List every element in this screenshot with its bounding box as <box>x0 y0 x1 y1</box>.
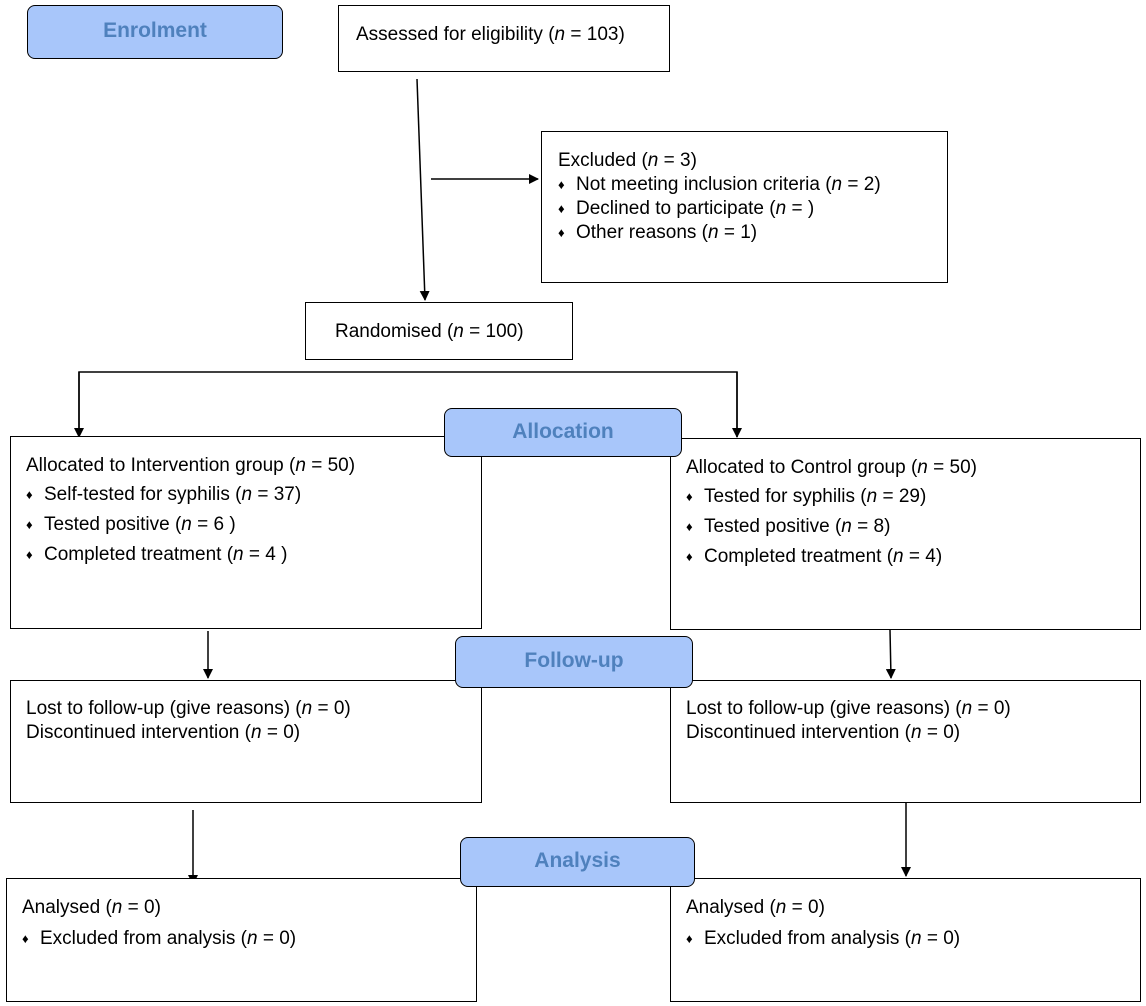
list-item: ♦Not meeting inclusion criteria (n = 2) <box>558 174 881 196</box>
list-item: ♦Declined to participate (n = ) <box>558 198 815 220</box>
list-item: ♦Tested positive (n = 6 ) <box>26 514 236 536</box>
control-allocation-box: Allocated to Control group (n = 50) ♦Tes… <box>670 438 1141 630</box>
intervention-allocation-box: Allocated to Intervention group (n = 50)… <box>10 436 482 629</box>
stage-analysis: Analysis <box>460 837 695 887</box>
analysis-left-box: Analysed (n = 0) ♦Excluded from analysis… <box>6 878 477 1002</box>
list-item: ♦Self-tested for syphilis (n = 37) <box>26 484 302 506</box>
stage-allocation: Allocation <box>444 408 682 457</box>
list-item: ♦Completed treatment (n = 4 ) <box>26 544 288 566</box>
lost-to-followup-text: Lost to follow-up (give reasons) (n = 0) <box>686 698 1011 719</box>
analysed-text: Analysed (n = 0) <box>22 897 161 918</box>
followup-left-box: Lost to follow-up (give reasons) (n = 0)… <box>10 680 482 803</box>
randomised-box: Randomised (n = 100) <box>305 302 573 360</box>
followup-right-box: Lost to follow-up (give reasons) (n = 0)… <box>670 680 1141 803</box>
list-item: ♦Excluded from analysis (n = 0) <box>686 928 961 949</box>
analysed-text: Analysed (n = 0) <box>686 897 825 918</box>
stage-followup: Follow-up <box>455 636 693 688</box>
discontinued-text: Discontinued intervention (n = 0) <box>26 722 301 743</box>
control-heading: Allocated to Control group (n = 50) <box>686 457 977 478</box>
intervention-heading: Allocated to Intervention group (n = 50) <box>26 455 356 476</box>
list-item: ♦Completed treatment (n = 4) <box>686 546 943 568</box>
list-item: ♦Tested positive (n = 8) <box>686 516 891 538</box>
stage-enrolment: Enrolment <box>27 5 283 59</box>
list-item: ♦Excluded from analysis (n = 0) <box>22 928 297 949</box>
list-item: ♦Other reasons (n = 1) <box>558 222 758 244</box>
discontinued-text: Discontinued intervention (n = 0) <box>686 722 961 743</box>
excluded-box: Excluded (n = 3) ♦Not meeting inclusion … <box>541 131 948 283</box>
list-item: ♦Tested for syphilis (n = 29) <box>686 486 927 508</box>
assessed-text: Assessed for eligibility (n = 103) <box>356 24 625 45</box>
lost-to-followup-text: Lost to follow-up (give reasons) (n = 0) <box>26 698 351 719</box>
assessed-box: Assessed for eligibility (n = 103) <box>338 5 670 72</box>
arrow-control-to-followup <box>885 629 896 679</box>
analysis-right-box: Analysed (n = 0) ♦Excluded from analysis… <box>670 878 1141 1002</box>
arrow-assessed-to-randomised <box>416 78 430 301</box>
randomised-text: Randomised (n = 100) <box>335 321 524 342</box>
excluded-heading: Excluded (n = 3) <box>558 150 697 171</box>
